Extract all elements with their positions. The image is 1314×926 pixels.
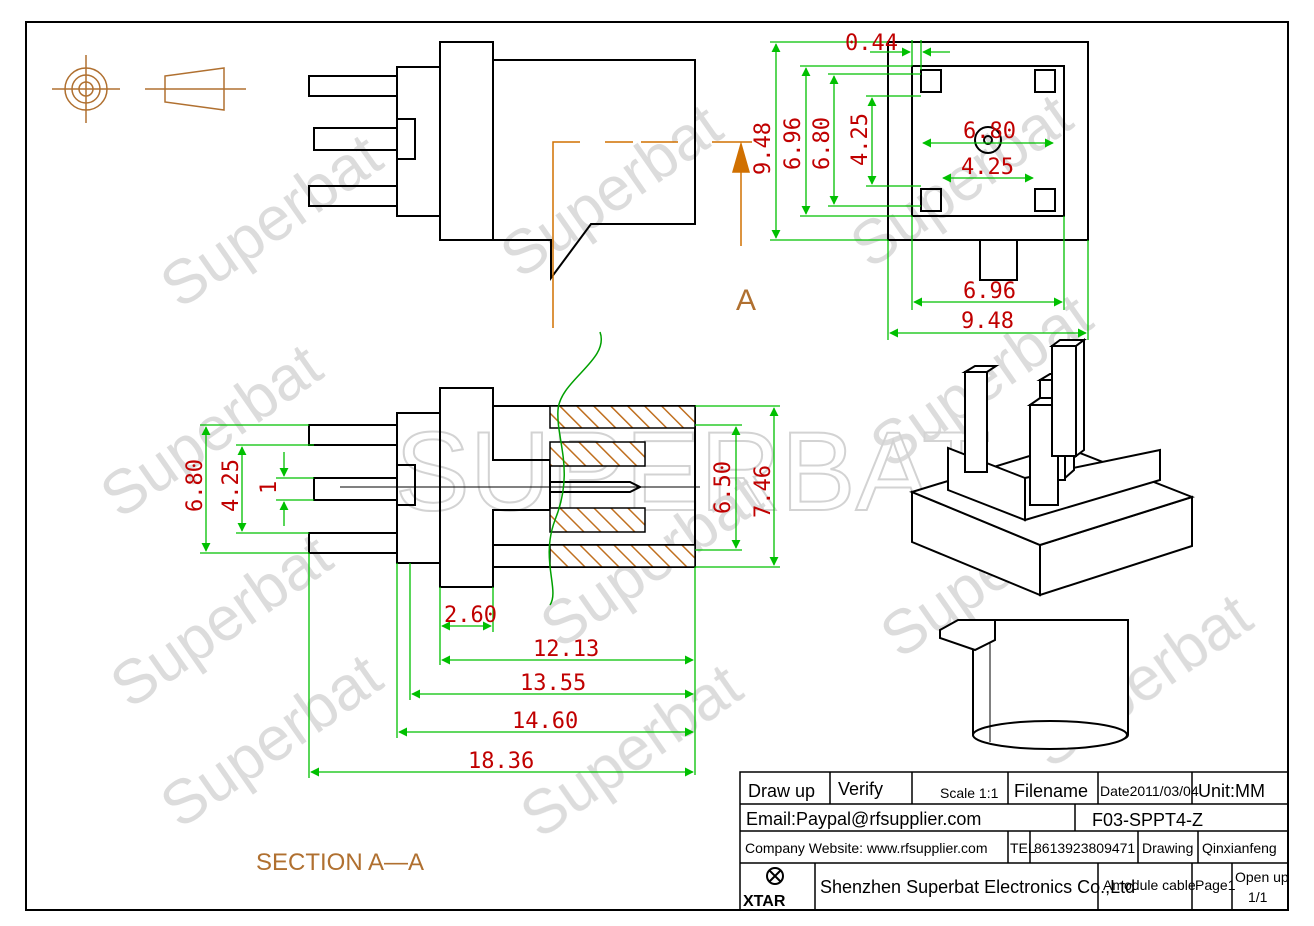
sheet-border <box>25 21 1289 911</box>
dim-18-36: 18.36 <box>468 749 534 774</box>
dim-6-80-section: 6.80 <box>183 459 208 512</box>
tb-unit: Unit:MM <box>1198 781 1265 801</box>
tb-open-up: Open up <box>1235 869 1289 885</box>
dim-2-60: 2.60 <box>444 603 497 628</box>
title-block <box>739 771 1289 911</box>
tb-open-up-value: 1/1 <box>1248 889 1268 905</box>
tb-page: Page1 <box>1195 877 1236 893</box>
tb-filename: F03-SPPT4-Z <box>1092 810 1203 830</box>
dim-6-50-section: 6.50 <box>711 461 736 514</box>
dim-0-44: 0.44 <box>845 31 898 56</box>
section-arrow-label: A <box>736 284 756 317</box>
tb-logo-text: XTAR <box>743 893 786 910</box>
dim-13-55: 13.55 <box>520 671 586 696</box>
tb-company: Shenzhen Superbat Electronics Co.,Ltd <box>820 877 1135 897</box>
dim-9-48-horizontal: 9.48 <box>961 309 1014 334</box>
watermark: Superbat <box>838 81 1084 282</box>
dim-6-96-horizontal: 6.96 <box>963 279 1016 304</box>
dim-7-46-section: 7.46 <box>751 465 776 518</box>
break-line <box>548 331 603 606</box>
isometric-view <box>909 338 1195 750</box>
dim-1-section: 1 <box>257 481 282 494</box>
dim-9-48-vertical: 9.48 <box>751 122 776 175</box>
tb-drawing-label: Drawing <box>1142 840 1193 856</box>
side-view <box>308 41 696 282</box>
tb-filename-label: Filename <box>1014 781 1088 801</box>
tb-drawer: Qinxianfeng <box>1202 840 1277 856</box>
tb-verify: Verify <box>838 779 883 799</box>
dim-6-80-horizontal: 6.80 <box>963 119 1016 144</box>
tb-website: Company Website: www.rfsupplier.com <box>745 840 988 856</box>
tb-tel-label: TEL <box>1010 840 1036 856</box>
tb-draw-up: Draw up <box>748 781 815 801</box>
dim-12-13: 12.13 <box>533 637 599 662</box>
dim-6-80-vertical: 6.80 <box>810 117 835 170</box>
tb-date: Date2011/03/04 <box>1100 783 1199 799</box>
xtar-logo-icon <box>766 867 784 885</box>
watermark: Superbat <box>88 331 334 532</box>
dim-4-25-horizontal: 4.25 <box>961 155 1014 180</box>
dims-section-view <box>200 405 780 778</box>
tb-tel: 8613923809471 <box>1034 840 1135 856</box>
front-view <box>887 41 1089 281</box>
section-label: SECTION A—A <box>256 849 424 876</box>
hatch-region <box>549 507 646 533</box>
section-cut-line <box>552 141 752 328</box>
tb-email: Email:Paypal@rfsupplier.com <box>746 809 981 829</box>
dim-4-25-section: 4.25 <box>219 459 244 512</box>
hatch-region <box>549 544 696 568</box>
dim-14-60: 14.60 <box>512 709 578 734</box>
tb-scale: Scale 1:1 <box>940 785 999 801</box>
tb-product: Amodule cable <box>1103 877 1196 893</box>
dim-4-25-vertical: 4.25 <box>848 113 873 166</box>
hatch-region <box>549 441 646 467</box>
hatch-region <box>549 405 696 429</box>
watermark: Superbat <box>488 91 734 292</box>
dim-6-96-vertical: 6.96 <box>781 117 806 170</box>
projection-symbol-icon <box>52 55 246 123</box>
dims-front-view <box>770 40 1089 340</box>
